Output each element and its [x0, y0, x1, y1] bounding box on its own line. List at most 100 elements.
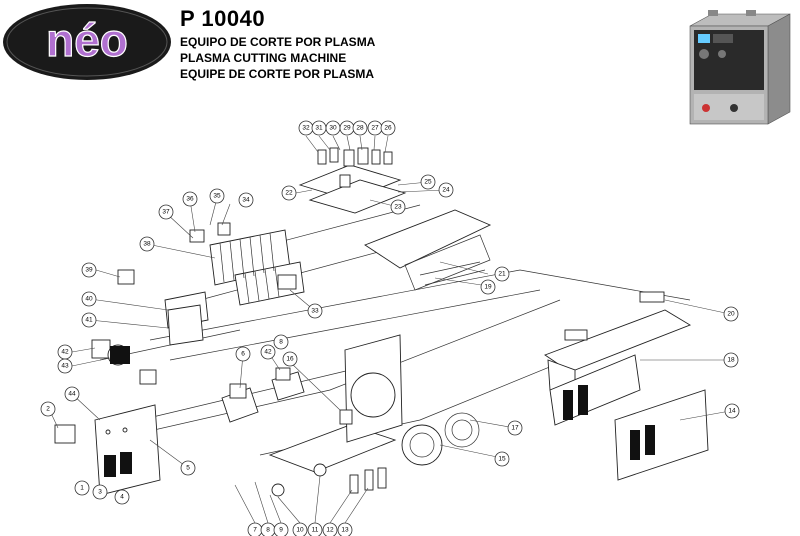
callout-24: 24 [438, 182, 454, 198]
callout-16: 16 [282, 351, 298, 367]
callouts: 32 31 30 29 28 27 26 25 24 23 22 35 36 3… [40, 120, 740, 536]
svg-text:33: 33 [311, 308, 319, 315]
callout-23: 23 [390, 199, 406, 215]
svg-text:4: 4 [120, 494, 124, 501]
callout-11: 11 [307, 522, 323, 536]
svg-text:43: 43 [61, 363, 69, 370]
model-number: P 10040 [180, 6, 266, 31]
callout-18: 18 [723, 352, 739, 368]
svg-text:27: 27 [371, 125, 379, 132]
svg-text:2: 2 [46, 406, 50, 413]
svg-text:40: 40 [85, 296, 93, 303]
svg-text:6: 6 [241, 351, 245, 358]
callout-21: 21 [494, 266, 510, 282]
svg-text:44: 44 [68, 391, 76, 398]
top-pcb-stack [298, 147, 407, 214]
svg-text:37: 37 [162, 209, 170, 216]
svg-text:5: 5 [186, 465, 190, 472]
callout-12: 12 [322, 522, 338, 536]
callout-9: 9 [273, 522, 289, 536]
heatsinks [189, 222, 305, 306]
svg-text:34: 34 [242, 197, 250, 204]
svg-text:16: 16 [286, 356, 294, 363]
svg-text:9: 9 [279, 527, 283, 534]
callout-44: 44 [64, 386, 80, 402]
leader-lines [49, 135, 731, 469]
svg-text:32: 32 [302, 125, 310, 132]
callout-6: 6 [235, 346, 251, 362]
callout-27: 27 [367, 120, 383, 136]
callout-40: 40 [81, 291, 97, 307]
callout-22: 22 [281, 185, 297, 201]
svg-text:41: 41 [85, 317, 93, 324]
callout-38: 38 [139, 236, 155, 252]
svg-text:8: 8 [266, 527, 270, 534]
transformer [221, 367, 305, 423]
svg-text:3: 3 [98, 489, 102, 496]
callout-39: 39 [81, 262, 97, 278]
svg-text:35: 35 [213, 193, 221, 200]
svg-text:29: 29 [343, 125, 351, 132]
callout-31: 31 [311, 120, 327, 136]
svg-text:19: 19 [484, 284, 492, 291]
svg-text:14: 14 [728, 408, 736, 415]
callout-5: 5 [180, 460, 196, 476]
callout-36: 36 [182, 191, 198, 207]
svg-text:23: 23 [394, 204, 402, 211]
svg-text:13: 13 [341, 527, 349, 534]
svg-text:25: 25 [424, 179, 432, 186]
svg-text:1: 1 [80, 485, 84, 492]
callout-14: 14 [724, 403, 740, 419]
callout-30: 30 [325, 120, 341, 136]
logo-text: néo [46, 14, 128, 66]
callout-35: 35 [209, 188, 225, 204]
svg-text:10: 10 [296, 527, 304, 534]
svg-text:21: 21 [498, 271, 506, 278]
callout-25: 25 [420, 174, 436, 190]
callout-4: 4 [114, 489, 130, 505]
fan [401, 412, 480, 466]
svg-text:11: 11 [312, 527, 319, 534]
svg-text:42: 42 [264, 349, 272, 356]
callout-34: 34 [238, 192, 254, 208]
callout-42b: 42 [260, 344, 276, 360]
callout-19: 19 [480, 279, 496, 295]
svg-text:39: 39 [85, 267, 93, 274]
svg-text:30: 30 [329, 125, 337, 132]
description-es: EQUIPO DE CORTE POR PLASMA [180, 35, 376, 49]
left-parts [91, 269, 209, 385]
svg-text:12: 12 [326, 527, 334, 534]
svg-text:31: 31 [315, 125, 323, 132]
svg-text:18: 18 [727, 357, 735, 364]
svg-text:26: 26 [384, 125, 392, 132]
machine-photo [689, 10, 791, 125]
callout-2: 2 [40, 401, 56, 417]
svg-text:8: 8 [279, 339, 283, 346]
description-fr: EQUIPE DE CORTE POR PLASMA [180, 67, 375, 81]
svg-text:22: 22 [285, 190, 293, 197]
callout-29: 29 [339, 120, 355, 136]
callout-13: 13 [337, 522, 353, 536]
callout-28: 28 [352, 120, 368, 136]
svg-text:7: 7 [253, 527, 257, 534]
callout-43: 43 [57, 358, 73, 374]
callout-37: 37 [158, 204, 174, 220]
svg-text:15: 15 [498, 456, 506, 463]
description-en: PLASMA CUTTING MACHINE [180, 51, 347, 65]
housing [544, 291, 709, 481]
callout-8a: 8 [273, 334, 289, 350]
svg-text:28: 28 [356, 125, 364, 132]
callout-8: 8 [260, 522, 276, 536]
callout-15: 15 [494, 451, 510, 467]
callout-32: 32 [298, 120, 314, 136]
callout-41: 41 [81, 312, 97, 328]
exploded-parts-diagram: 32 31 30 29 28 27 26 25 24 23 22 35 36 3… [40, 120, 740, 536]
svg-text:38: 38 [143, 241, 151, 248]
svg-text:36: 36 [186, 196, 194, 203]
svg-text:17: 17 [511, 425, 519, 432]
chassis [268, 334, 403, 497]
callout-17: 17 [507, 420, 523, 436]
callout-3: 3 [92, 484, 108, 500]
callout-10: 10 [292, 522, 308, 536]
svg-text:20: 20 [727, 311, 735, 318]
